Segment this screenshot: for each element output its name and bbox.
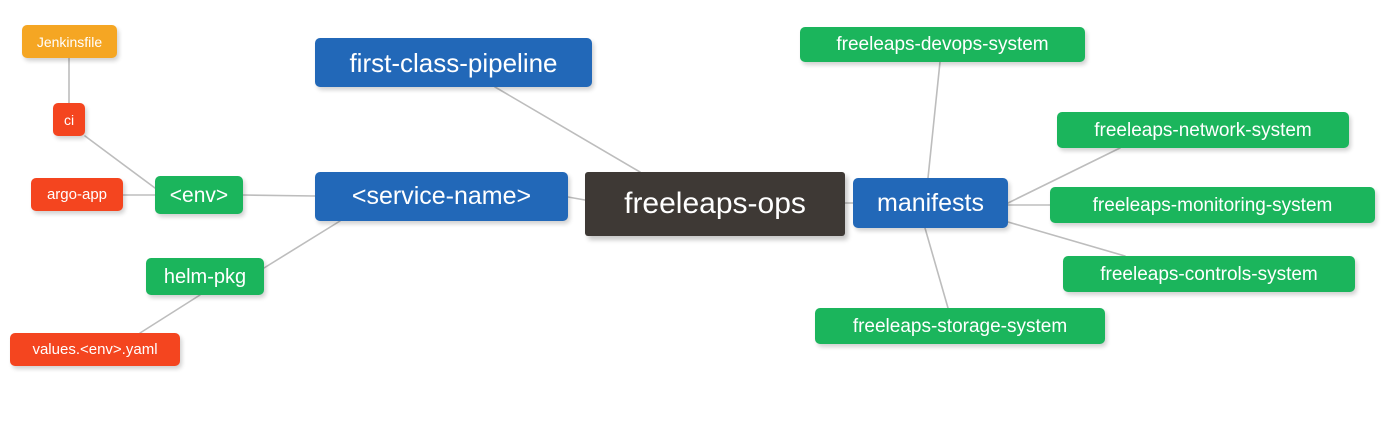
- mindmap-node-freeleaps-storage-system[interactable]: freeleaps-storage-system: [815, 308, 1105, 344]
- node-label-manifests: manifests: [877, 188, 984, 217]
- mindmap-node-first-class-pipeline[interactable]: first-class-pipeline: [315, 38, 592, 87]
- node-label-service-name: <service-name>: [351, 182, 532, 210]
- node-label-env: <env>: [169, 183, 229, 207]
- node-label-jenkinsfile: Jenkinsfile: [36, 33, 103, 50]
- node-label-freeleaps-storage-system: freeleaps-storage-system: [852, 315, 1068, 337]
- node-label-freeleaps-devops-system: freeleaps-devops-system: [836, 34, 1049, 55]
- node-label-freeleaps-network-system: freeleaps-network-system: [1094, 119, 1312, 141]
- mindmap-node-ci[interactable]: ci: [53, 103, 85, 136]
- mindmap-node-helm-pkg[interactable]: helm-pkg: [146, 258, 264, 295]
- mindmap-node-freeleaps-network-system[interactable]: freeleaps-network-system: [1057, 112, 1349, 148]
- edge-manifests-to-freeleaps-storage-system: [924, 227, 949, 309]
- mindmap-node-env[interactable]: <env>: [155, 176, 243, 214]
- node-label-freeleaps-controls-system: freeleaps-controls-system: [1100, 263, 1318, 285]
- mindmap-node-service-name[interactable]: <service-name>: [315, 172, 568, 221]
- node-label-freeleaps-monitoring-system: freeleaps-monitoring-system: [1092, 194, 1333, 216]
- node-label-ci: ci: [63, 111, 75, 128]
- edge-helm-pkg-to-values-yaml: [139, 294, 201, 334]
- mindmap-node-freeleaps-controls-system[interactable]: freeleaps-controls-system: [1063, 256, 1355, 292]
- edge-manifests-to-freeleaps-controls-system: [1007, 221, 1126, 257]
- node-label-freeleaps-ops: freeleaps-ops: [624, 187, 806, 220]
- mindmap-node-freeleaps-ops[interactable]: freeleaps-ops: [585, 172, 845, 236]
- edge-first-class-pipeline-to-freeleaps-ops: [494, 86, 641, 173]
- mindmap-node-freeleaps-monitoring-system[interactable]: freeleaps-monitoring-system: [1050, 187, 1375, 223]
- edge-service-name-to-helm-pkg: [263, 220, 341, 269]
- mindmap-node-freeleaps-devops-system[interactable]: freeleaps-devops-system: [800, 27, 1085, 62]
- mindmap-node-jenkinsfile[interactable]: Jenkinsfile: [22, 25, 117, 58]
- node-label-helm-pkg: helm-pkg: [163, 265, 247, 288]
- edge-env-to-service-name: [242, 194, 316, 197]
- mindmap-node-argo-app[interactable]: argo-app: [31, 178, 123, 211]
- node-label-first-class-pipeline: first-class-pipeline: [349, 47, 558, 78]
- node-label-argo-app: argo-app: [46, 186, 108, 203]
- mindmap-node-manifests[interactable]: manifests: [853, 178, 1008, 228]
- node-label-values-yaml: values.<env>.yaml: [32, 341, 158, 358]
- edge-manifests-to-freeleaps-devops-system: [927, 61, 941, 179]
- edge-service-name-to-freeleaps-ops: [567, 196, 586, 201]
- mindmap-node-values-yaml[interactable]: values.<env>.yaml: [10, 333, 180, 366]
